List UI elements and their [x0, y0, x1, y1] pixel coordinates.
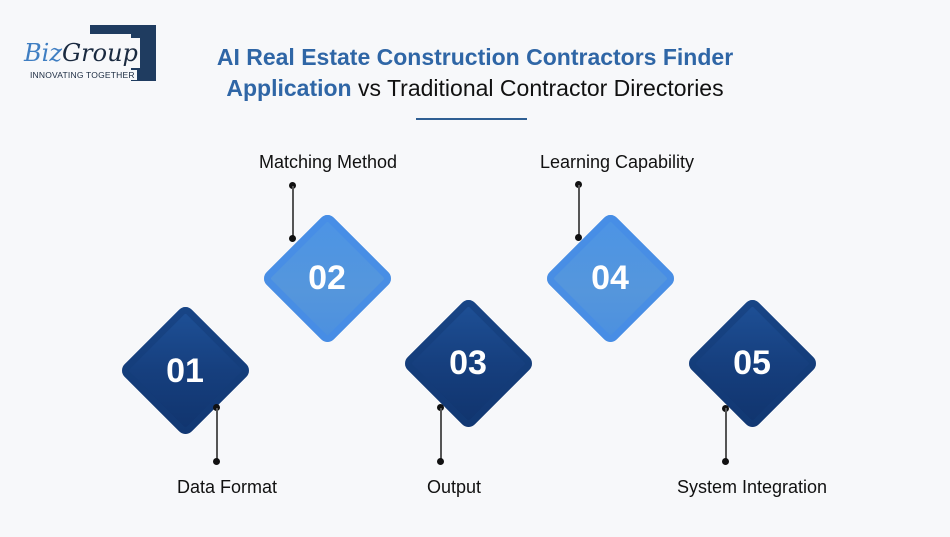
- step-05-number: 05: [733, 344, 771, 382]
- step-04-connector-dot-bottom: [575, 234, 582, 241]
- step-04-number: 04: [591, 259, 629, 297]
- step-03-connector-dot-bottom: [437, 458, 444, 465]
- step-05-label: System Integration: [676, 477, 828, 497]
- step-03-number: 03: [449, 344, 487, 382]
- step-01-connector-line: [216, 408, 218, 462]
- step-03-connector-dot-top: [437, 404, 444, 411]
- step-04-connector-line: [578, 185, 580, 238]
- step-02-label: Matching Method: [258, 152, 398, 172]
- step-02-connector-line: [292, 186, 294, 238]
- step-01-connector-dot-top: [213, 404, 220, 411]
- step-04-label: Learning Capability: [539, 152, 695, 172]
- step-01-connector-dot-bottom: [213, 458, 220, 465]
- step-05-connector-line: [725, 408, 727, 462]
- step-02-connector-dot-bottom: [289, 235, 296, 242]
- step-02-connector-dot-top: [289, 182, 296, 189]
- step-03-connector-line: [440, 408, 442, 462]
- step-03-label: Output: [426, 477, 482, 497]
- step-05-connector-dot-bottom: [722, 458, 729, 465]
- logo-frame-top: [90, 25, 156, 34]
- step-02-number: 02: [308, 259, 346, 297]
- page-title: AI Real Estate Construction Contractors …: [216, 44, 734, 101]
- title-divider: [416, 118, 527, 120]
- step-01-label: Data Format: [176, 477, 278, 497]
- step-04-connector-dot-top: [575, 181, 582, 188]
- bizgroup-logo: BizGroup INNOVATING TOGETHER: [22, 24, 157, 84]
- logo-wordmark: BizGroup: [24, 38, 140, 68]
- step-01-number: 01: [166, 352, 204, 390]
- logo-tagline: INNOVATING TOGETHER: [30, 70, 137, 80]
